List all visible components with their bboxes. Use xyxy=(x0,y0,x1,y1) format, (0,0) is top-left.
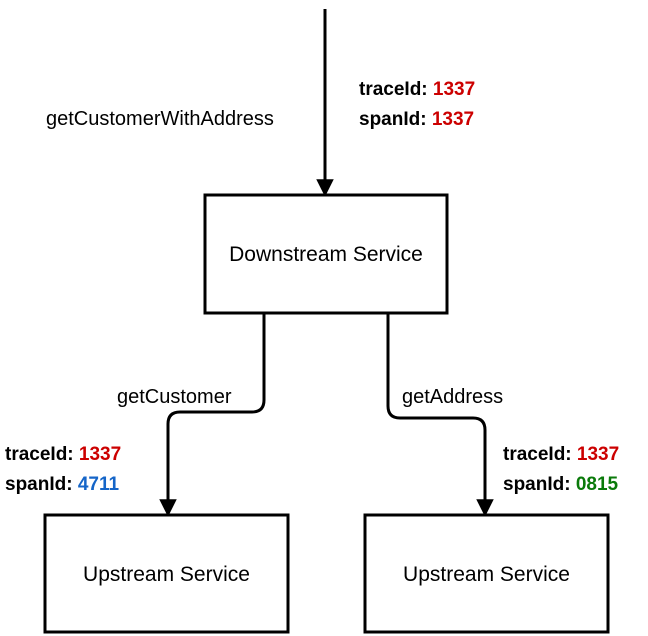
edge-label-get-customer-with-address: getCustomerWithAddress xyxy=(46,108,274,130)
edge-label-get-customer: getCustomer xyxy=(117,386,232,408)
edge-label-get-address: getAddress xyxy=(402,386,504,408)
span-id-key-incoming: spanId: xyxy=(359,109,427,130)
trace-id-row-left: traceId: 1337 xyxy=(5,440,121,470)
span-id-key-right: spanId: xyxy=(503,474,571,495)
span-id-row-left: spanId: 4711 xyxy=(5,470,121,500)
trace-id-key-right: traceId: xyxy=(503,444,572,465)
node-upstream-service-right-label: Upstream Service xyxy=(403,563,570,586)
trace-context-right: traceId: 1337 spanId: 0815 xyxy=(503,440,619,500)
span-id-row-right: spanId: 0815 xyxy=(503,470,619,500)
node-upstream-service-left-label: Upstream Service xyxy=(83,563,250,586)
span-id-value-left: 4711 xyxy=(77,474,120,495)
edge-get-customer-arrow xyxy=(159,313,266,517)
span-id-key-left: spanId: xyxy=(5,474,73,495)
trace-id-row-incoming: traceId: 1337 xyxy=(359,75,475,105)
trace-context-left: traceId: 1337 spanId: 4711 xyxy=(5,440,121,500)
span-id-row-incoming: spanId: 1337 xyxy=(359,105,475,135)
trace-id-key-incoming: traceId: xyxy=(359,79,428,100)
span-id-value-right: 0815 xyxy=(575,474,619,495)
trace-id-key-left: traceId: xyxy=(5,444,74,465)
trace-id-row-right: traceId: 1337 xyxy=(503,440,619,470)
trace-context-incoming: traceId: 1337 spanId: 1337 xyxy=(359,75,475,135)
node-downstream-service-box[interactable] xyxy=(203,193,449,315)
node-upstream-service-right-box[interactable] xyxy=(363,513,610,634)
node-downstream-service-label: Downstream Service xyxy=(229,243,423,266)
trace-id-value-incoming: 1337 xyxy=(432,79,476,100)
trace-id-value-left: 1337 xyxy=(78,444,122,465)
span-id-value-incoming: 1337 xyxy=(431,109,475,130)
edge-get-address-arrow xyxy=(386,313,494,517)
node-upstream-service-left-box[interactable] xyxy=(43,513,290,634)
trace-id-value-right: 1337 xyxy=(576,444,620,465)
